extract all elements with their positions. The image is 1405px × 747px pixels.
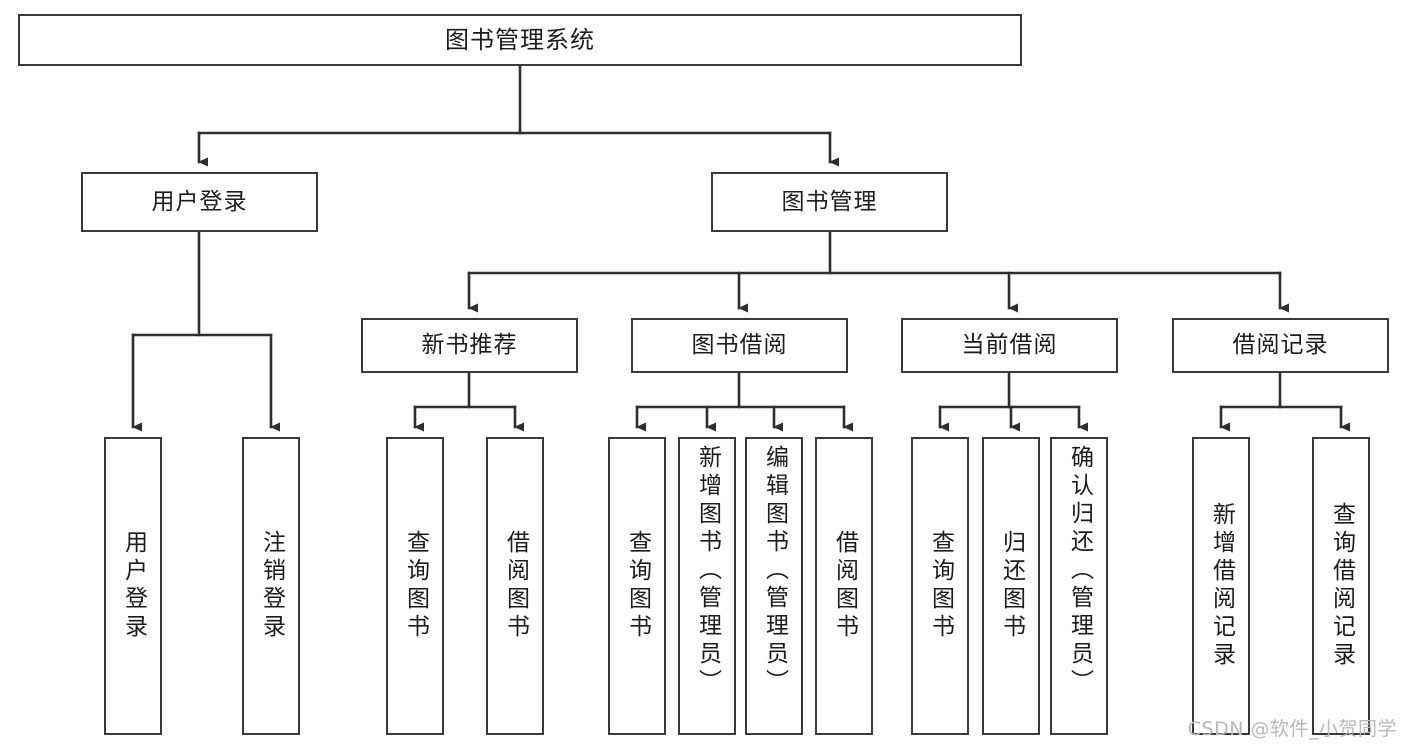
node-leaf-edit-book[interactable]: 编辑图书（管理员） bbox=[745, 437, 803, 735]
node-label: 用户登录 bbox=[151, 188, 248, 215]
node-label: 借阅图书 bbox=[831, 530, 858, 642]
node-label: 用户登录 bbox=[120, 530, 147, 642]
node-label: 查询图书 bbox=[927, 530, 954, 642]
leaf-text-wrap: 编辑图书（管理员） bbox=[747, 439, 801, 739]
leaf-text-wrap: 新增借阅记录 bbox=[1194, 439, 1248, 733]
node-leaf-borrow-book-1[interactable]: 借阅图书 bbox=[486, 437, 544, 735]
leaf-text-wrap: 借阅图书 bbox=[488, 439, 542, 733]
node-leaf-query-book-3[interactable]: 查询图书 bbox=[911, 437, 969, 735]
leaf-text-wrap: 查询图书 bbox=[913, 439, 967, 733]
node-label: 图书借阅 bbox=[691, 332, 788, 359]
node-leaf-return-book[interactable]: 归还图书 bbox=[982, 437, 1040, 735]
node-label: 新书推荐 bbox=[421, 332, 518, 359]
node-leaf-add-record[interactable]: 新增借阅记录 bbox=[1192, 437, 1250, 735]
node-label: 当前借阅 bbox=[961, 332, 1058, 359]
leaf-text-wrap: 注销登录 bbox=[244, 439, 298, 733]
leaf-text-wrap: 归还图书 bbox=[984, 439, 1038, 733]
node-label: 图书管理 bbox=[781, 188, 878, 215]
connector-paths bbox=[131, 64, 1350, 432]
node-new-book-rec[interactable]: 新书推荐 bbox=[361, 318, 578, 373]
node-leaf-confirm-return[interactable]: 确认归还（管理员） bbox=[1050, 437, 1108, 735]
leaf-text-wrap: 确认归还（管理员） bbox=[1052, 439, 1106, 739]
node-leaf-query-record[interactable]: 查询借阅记录 bbox=[1312, 437, 1370, 735]
leaf-text-wrap: 用户登录 bbox=[106, 439, 160, 733]
node-label: 借阅图书 bbox=[502, 530, 529, 642]
node-borrow-record[interactable]: 借阅记录 bbox=[1172, 318, 1389, 373]
node-label: 新增借阅记录 bbox=[1208, 502, 1235, 670]
node-label: 查询图书 bbox=[402, 530, 429, 642]
leaf-text-wrap: 新增图书（管理员） bbox=[680, 439, 734, 739]
node-leaf-add-book[interactable]: 新增图书（管理员） bbox=[678, 437, 736, 735]
node-leaf-user-logout[interactable]: 注销登录 bbox=[242, 437, 300, 735]
leaf-text-wrap: 查询图书 bbox=[388, 439, 442, 733]
node-current-borrow[interactable]: 当前借阅 bbox=[901, 318, 1118, 373]
node-label: 查询借阅记录 bbox=[1328, 502, 1355, 670]
node-leaf-query-book-2[interactable]: 查询图书 bbox=[608, 437, 666, 735]
node-label: 查询图书 bbox=[624, 530, 651, 642]
node-leaf-borrow-book-2[interactable]: 借阅图书 bbox=[815, 437, 873, 735]
node-label: 确认归还（管理员） bbox=[1066, 445, 1093, 697]
node-book-manage[interactable]: 图书管理 bbox=[711, 172, 948, 232]
leaf-text-wrap: 查询图书 bbox=[610, 439, 664, 733]
node-book-borrow[interactable]: 图书借阅 bbox=[631, 318, 848, 373]
node-label: 新增图书（管理员） bbox=[694, 445, 721, 697]
node-user-login[interactable]: 用户登录 bbox=[81, 172, 318, 232]
node-label: 借阅记录 bbox=[1232, 332, 1329, 359]
leaf-text-wrap: 查询借阅记录 bbox=[1314, 439, 1368, 733]
node-label: 注销登录 bbox=[258, 530, 285, 642]
node-leaf-user-login[interactable]: 用户登录 bbox=[104, 437, 162, 735]
watermark-text: CSDN @软件_小贺同学 bbox=[1187, 718, 1397, 740]
node-leaf-query-book-1[interactable]: 查询图书 bbox=[386, 437, 444, 735]
node-label: 图书管理系统 bbox=[445, 26, 595, 54]
node-label: 编辑图书（管理员） bbox=[761, 445, 788, 697]
node-label: 归还图书 bbox=[998, 530, 1025, 642]
leaf-text-wrap: 借阅图书 bbox=[817, 439, 871, 733]
node-root[interactable]: 图书管理系统 bbox=[18, 14, 1022, 66]
